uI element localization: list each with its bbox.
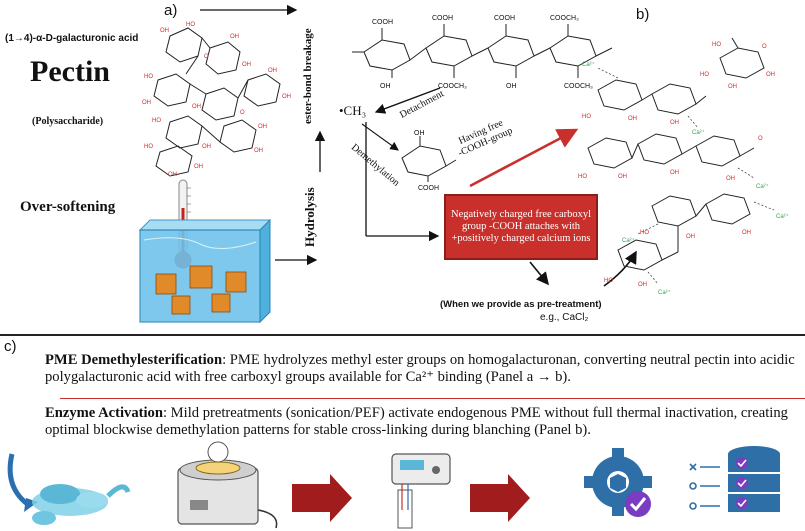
svg-text:O: O [758, 136, 763, 142]
gear-check-icon [584, 448, 652, 517]
panel-b-label: b) [636, 6, 650, 23]
svg-text:HO: HO [712, 42, 721, 48]
svg-text:OH: OH [194, 164, 203, 170]
chain-cooh-1: COOH [372, 19, 393, 26]
chain-cooh-3: COOH [432, 15, 453, 22]
red-process-arrow-2-icon [470, 474, 530, 522]
svg-text:OH: OH [670, 120, 679, 126]
arrow-to-crosslink [603, 250, 637, 287]
chain-oh-2: OH [506, 83, 517, 90]
svg-text:HO: HO [152, 118, 161, 124]
svg-text:OH: OH [192, 104, 201, 110]
chain-cooh-2: COOH [494, 15, 515, 22]
ca-ion-4: Ca²⁺ [622, 237, 635, 244]
svg-text:HO: HO [640, 230, 649, 236]
over-softening-label: Over-softening [20, 199, 116, 215]
svg-text:OH: OH [726, 176, 735, 182]
sonication-device-icon [177, 441, 278, 529]
p1-body: : PME hydrolyzes methyl ester groups on … [45, 352, 795, 385]
red-process-arrow-1-icon [292, 474, 352, 522]
svg-text:HO: HO [604, 278, 613, 284]
pectin-molecule-structure: OH HO O OH OH HO OH OH O OH OH HO OH OH OH HO OH OH [142, 22, 291, 178]
panel-a-arrows [200, 4, 637, 287]
p2-body: : Mild pretreatments (sonication/PEF) ac… [45, 405, 788, 438]
svg-text:OH: OH [628, 116, 637, 122]
svg-text:OH: OH [728, 84, 737, 90]
arrow-detachment [374, 87, 441, 114]
enzyme-activation-paragraph: Enzyme Activation: Mild pretreatments (s… [45, 405, 801, 439]
svg-text:O: O [762, 44, 767, 50]
ca-ion-5: Ca²⁺ [776, 213, 789, 220]
svg-text:O: O [204, 54, 209, 60]
pectin-chain-structure: COOH COOH COOCH₃ COOH COOCH₃ COOCH₃ OH O… [352, 15, 613, 90]
svg-text:OH: OH [670, 170, 679, 176]
pectin-title: Pectin [30, 55, 110, 88]
svg-text:HO: HO [582, 114, 591, 120]
p1-title: PME Demethylesterification [45, 352, 223, 368]
panel-c-label: c) [4, 338, 17, 355]
svg-text:HO: HO [700, 72, 709, 78]
arrow-to-pretreatment [529, 261, 550, 286]
svg-text:OH: OH [686, 234, 695, 240]
svg-text:HO: HO [186, 22, 195, 28]
ca-ion-3: Ca²⁺ [756, 183, 769, 190]
pme-demethylesterification-paragraph: PME Demethylesterification: PME hydrolyz… [45, 352, 801, 386]
svg-text:HO: HO [578, 174, 587, 180]
svg-text:OH: OH [168, 172, 177, 178]
svg-text:OH: OH [254, 148, 263, 154]
panel-a-label: a) [164, 2, 178, 19]
arrow-red-to-panel-b [469, 128, 579, 188]
cacl2-example-label: e.g., CaCl₂ [540, 312, 589, 323]
svg-text:OH: OH [268, 68, 277, 74]
chain-coocH3-top: COOCH₃ [550, 15, 579, 22]
ca-ion-6: Ca²⁺ [658, 289, 671, 296]
chain-coocH3-2: COOCH₃ [564, 83, 593, 90]
galacturonic-acid-label: (1→4)-α-D-galacturonic acid [5, 33, 139, 44]
svg-text:OH: OH [230, 34, 239, 40]
paragraph-divider [60, 398, 805, 399]
svg-text:OH: OH [160, 28, 169, 34]
arrow-demethylation [361, 123, 399, 151]
ca-ion-2: Ca²⁺ [692, 129, 705, 136]
svg-text:OH: OH [742, 230, 751, 236]
database-checklist-icon [689, 446, 780, 512]
pef-device-icon [391, 453, 451, 529]
svg-text:OH: OH [242, 62, 251, 68]
pme-enzyme-protein-icon [32, 484, 131, 525]
calcium-crosslinked-pectin-structure: HO O OH OH HO HO OH OH HO OH OH OH O HO OH OH HO OH… [578, 37, 789, 296]
svg-text:OH: OH [638, 282, 647, 288]
svg-text:HO: HO [144, 144, 153, 150]
pretreatment-label: (When we provide as pre-treatment) [440, 299, 602, 310]
methyl-group-label: •CH₃ [339, 103, 367, 118]
p2-title: Enzyme Activation [45, 405, 163, 421]
svg-text:OH: OH [282, 94, 291, 100]
svg-text:OH: OH [142, 100, 151, 106]
panel-divider [0, 334, 805, 336]
monomer-cooh: COOH [418, 185, 439, 192]
svg-text:OH: OH [258, 124, 267, 130]
monomer-oh: OH [414, 130, 425, 137]
svg-text:HO: HO [144, 74, 153, 80]
svg-text:OH: OH [618, 174, 627, 180]
polysaccharide-label: (Polysaccharide) [32, 116, 104, 127]
process-illustration-strip [7, 441, 780, 529]
water-tank-with-cubes [138, 218, 272, 324]
curved-blue-arrow-icon [7, 453, 32, 509]
chain-coocH3-1: COOCH₃ [438, 83, 467, 90]
chain-oh-1: OH [380, 83, 391, 90]
ca-ion-1: Ca²⁺ [582, 61, 595, 68]
svg-text:OH: OH [202, 144, 211, 150]
svg-text:OH: OH [766, 72, 775, 78]
carboxyl-calcium-box: Negatively charged free carboxyl group -… [444, 194, 598, 260]
galacturonic-monomer-structure: OH COOH [401, 130, 457, 192]
svg-text:O: O [240, 110, 245, 116]
